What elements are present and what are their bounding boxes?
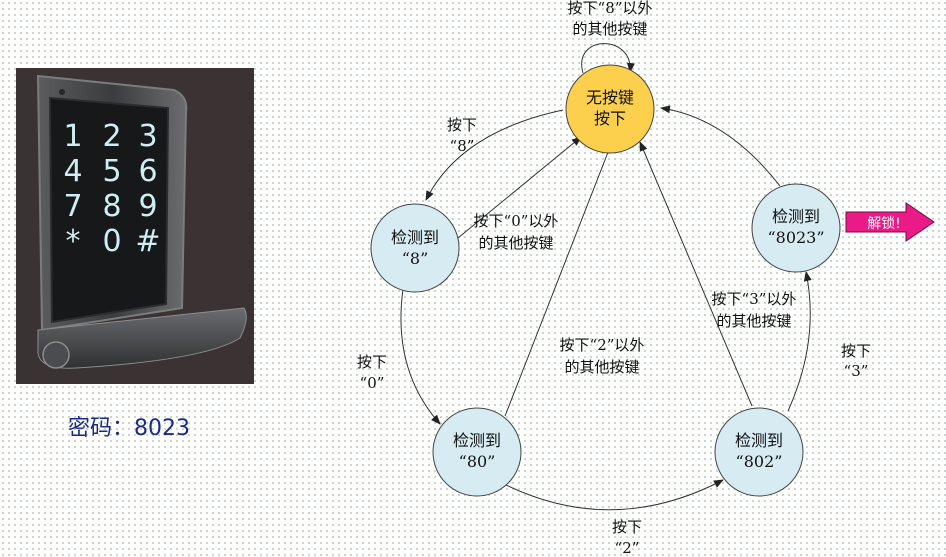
state-80-line2: “80” bbox=[459, 452, 496, 471]
keypad-key: 6 bbox=[138, 154, 157, 189]
keypad-key: 2 bbox=[102, 119, 121, 154]
state-802-line2: “802” bbox=[736, 452, 783, 471]
edge-802-to-8023 bbox=[787, 271, 812, 412]
state-80-line1: 检测到 bbox=[453, 431, 501, 450]
label-80-back-2: 的其他按键 bbox=[564, 358, 639, 376]
state-idle: 无按键 按下 bbox=[565, 64, 655, 154]
edge-self-loop bbox=[581, 43, 635, 74]
edge-8-to-80 bbox=[400, 288, 441, 425]
edge-80-to-802 bbox=[501, 479, 724, 511]
state-8-line1: 检测到 bbox=[391, 228, 439, 247]
fingerprint-icon bbox=[42, 341, 70, 369]
edge-idle-to-8 bbox=[425, 109, 564, 201]
state-802-circle bbox=[714, 407, 804, 497]
label-802-back-1: 按下“3”以外 bbox=[712, 290, 797, 308]
state-idle-line1: 无按键 bbox=[586, 88, 634, 107]
state-80-circle bbox=[432, 407, 522, 497]
keypad-key: 9 bbox=[138, 189, 157, 224]
keypad-key: # bbox=[135, 224, 160, 259]
label-80-to-802-2: “2” bbox=[615, 539, 640, 557]
state-detected-8023: 检测到 “8023” bbox=[751, 183, 841, 273]
password-label: 密码：8023 bbox=[68, 416, 190, 441]
edge-8-back bbox=[457, 136, 582, 239]
edge-8023-back bbox=[660, 105, 781, 187]
unlock-indicator: 解锁! bbox=[845, 202, 935, 242]
state-detected-8: 检测到 “8” bbox=[370, 203, 460, 293]
state-8023-line1: 检测到 bbox=[772, 207, 820, 226]
keypad-key: 1 bbox=[63, 119, 82, 154]
label-8-to-80-2: “0” bbox=[360, 374, 385, 392]
label-idle-to-8-2: “8” bbox=[450, 137, 475, 155]
keypad-key: * bbox=[66, 224, 81, 259]
state-idle-line2: 按下 bbox=[594, 109, 626, 128]
state-detected-802: 检测到 “802” bbox=[714, 407, 804, 497]
label-802-to-8023-1: 按下 bbox=[841, 342, 871, 360]
label-802-back-2: 的其他按键 bbox=[716, 312, 791, 330]
edge-802-back bbox=[639, 141, 753, 407]
state-idle-circle bbox=[565, 64, 655, 154]
label-80-to-802-1: 按下 bbox=[612, 518, 642, 536]
label-self-loop-2: 的其他按键 bbox=[572, 20, 647, 38]
unlock-label: 解锁! bbox=[867, 216, 901, 232]
state-8-line2: “8” bbox=[402, 249, 429, 268]
edge-80-back bbox=[504, 141, 613, 417]
label-802-to-8023-2: “3” bbox=[844, 362, 869, 380]
keypad-key: 3 bbox=[138, 119, 157, 154]
label-8-back-2: 的其他按键 bbox=[478, 234, 553, 252]
keypad-key: 8 bbox=[102, 189, 121, 224]
state-8-circle bbox=[370, 203, 460, 293]
label-8-to-80-1: 按下 bbox=[357, 353, 387, 371]
keypad-key: 0 bbox=[102, 224, 121, 259]
state-802-line1: 检测到 bbox=[735, 431, 783, 450]
label-8-back-1: 按下“0”以外 bbox=[474, 212, 559, 230]
unlock-arrow-icon bbox=[845, 202, 935, 242]
label-80-back-1: 按下“2”以外 bbox=[560, 336, 645, 354]
state-8023-line2: “8023” bbox=[767, 228, 824, 247]
keypad-key: 5 bbox=[102, 154, 121, 189]
state-8023-circle bbox=[751, 183, 841, 273]
state-detected-80: 检测到 “80” bbox=[432, 407, 522, 497]
keypad-key: 7 bbox=[63, 189, 82, 224]
keypad-key: 4 bbox=[63, 154, 82, 189]
label-idle-to-8-1: 按下 bbox=[447, 116, 477, 134]
label-self-loop-1: 按下“8”以外 bbox=[568, 0, 653, 17]
